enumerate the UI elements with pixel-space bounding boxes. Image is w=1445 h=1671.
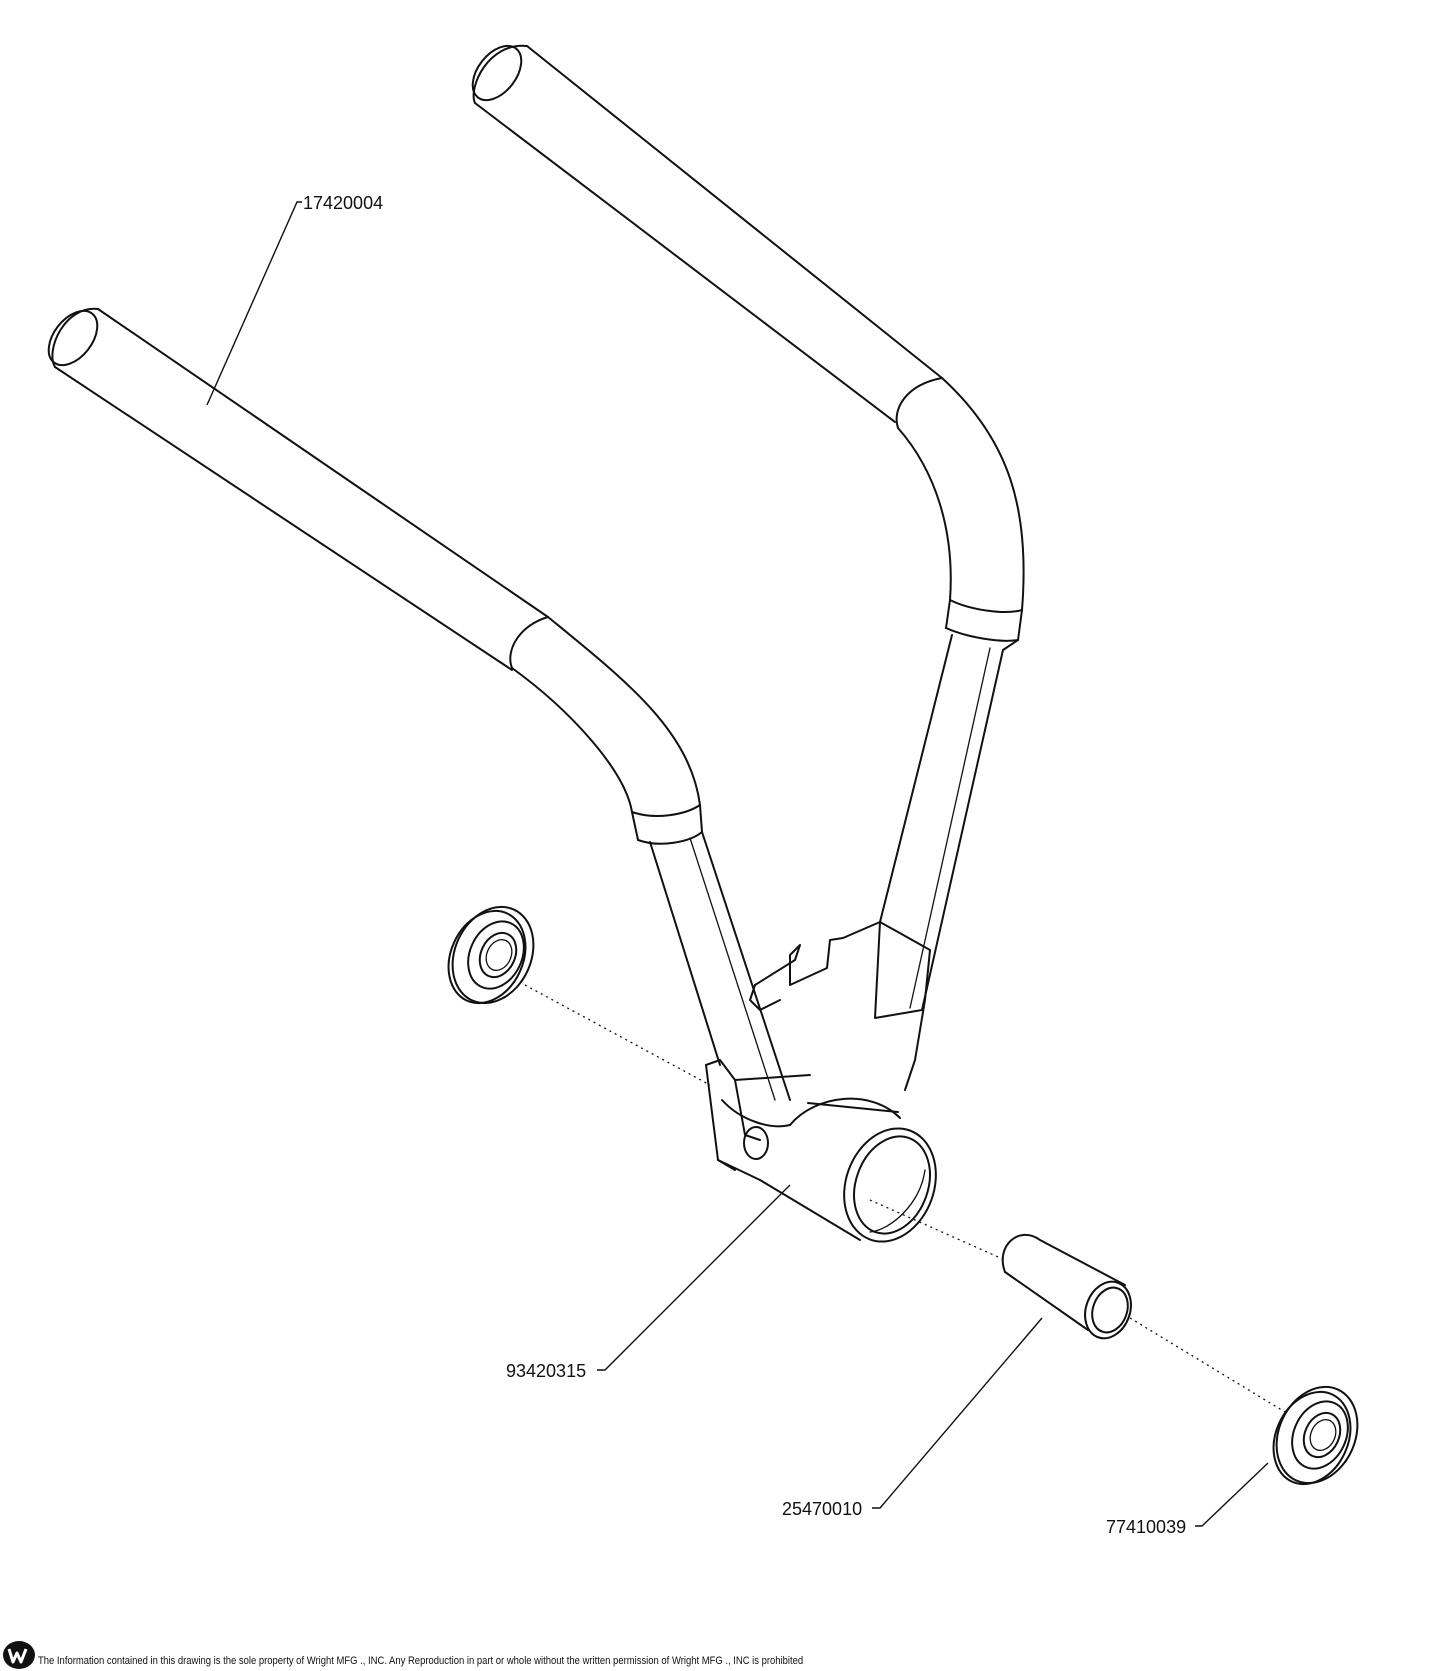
right-handle-arm bbox=[471, 44, 1025, 1019]
part-label-handle: 17420004 bbox=[303, 193, 383, 213]
bearing-left bbox=[447, 905, 535, 1005]
part-label-bearing: 77410039 bbox=[1106, 1517, 1186, 1537]
spacer-tube bbox=[1001, 1233, 1132, 1340]
wright-logo-icon bbox=[3, 1641, 35, 1669]
hub-weldment bbox=[705, 921, 937, 1243]
left-handle-arm bbox=[47, 307, 791, 1101]
leader-lines bbox=[206, 201, 1269, 1527]
part-label-spacer: 25470010 bbox=[782, 1499, 862, 1519]
part-label-hub: 93420315 bbox=[506, 1361, 586, 1381]
assembly-centerline bbox=[524, 984, 1286, 1413]
copyright-notice: The Information contained in this drawin… bbox=[38, 1655, 804, 1667]
bearing-right bbox=[1272, 1385, 1359, 1486]
